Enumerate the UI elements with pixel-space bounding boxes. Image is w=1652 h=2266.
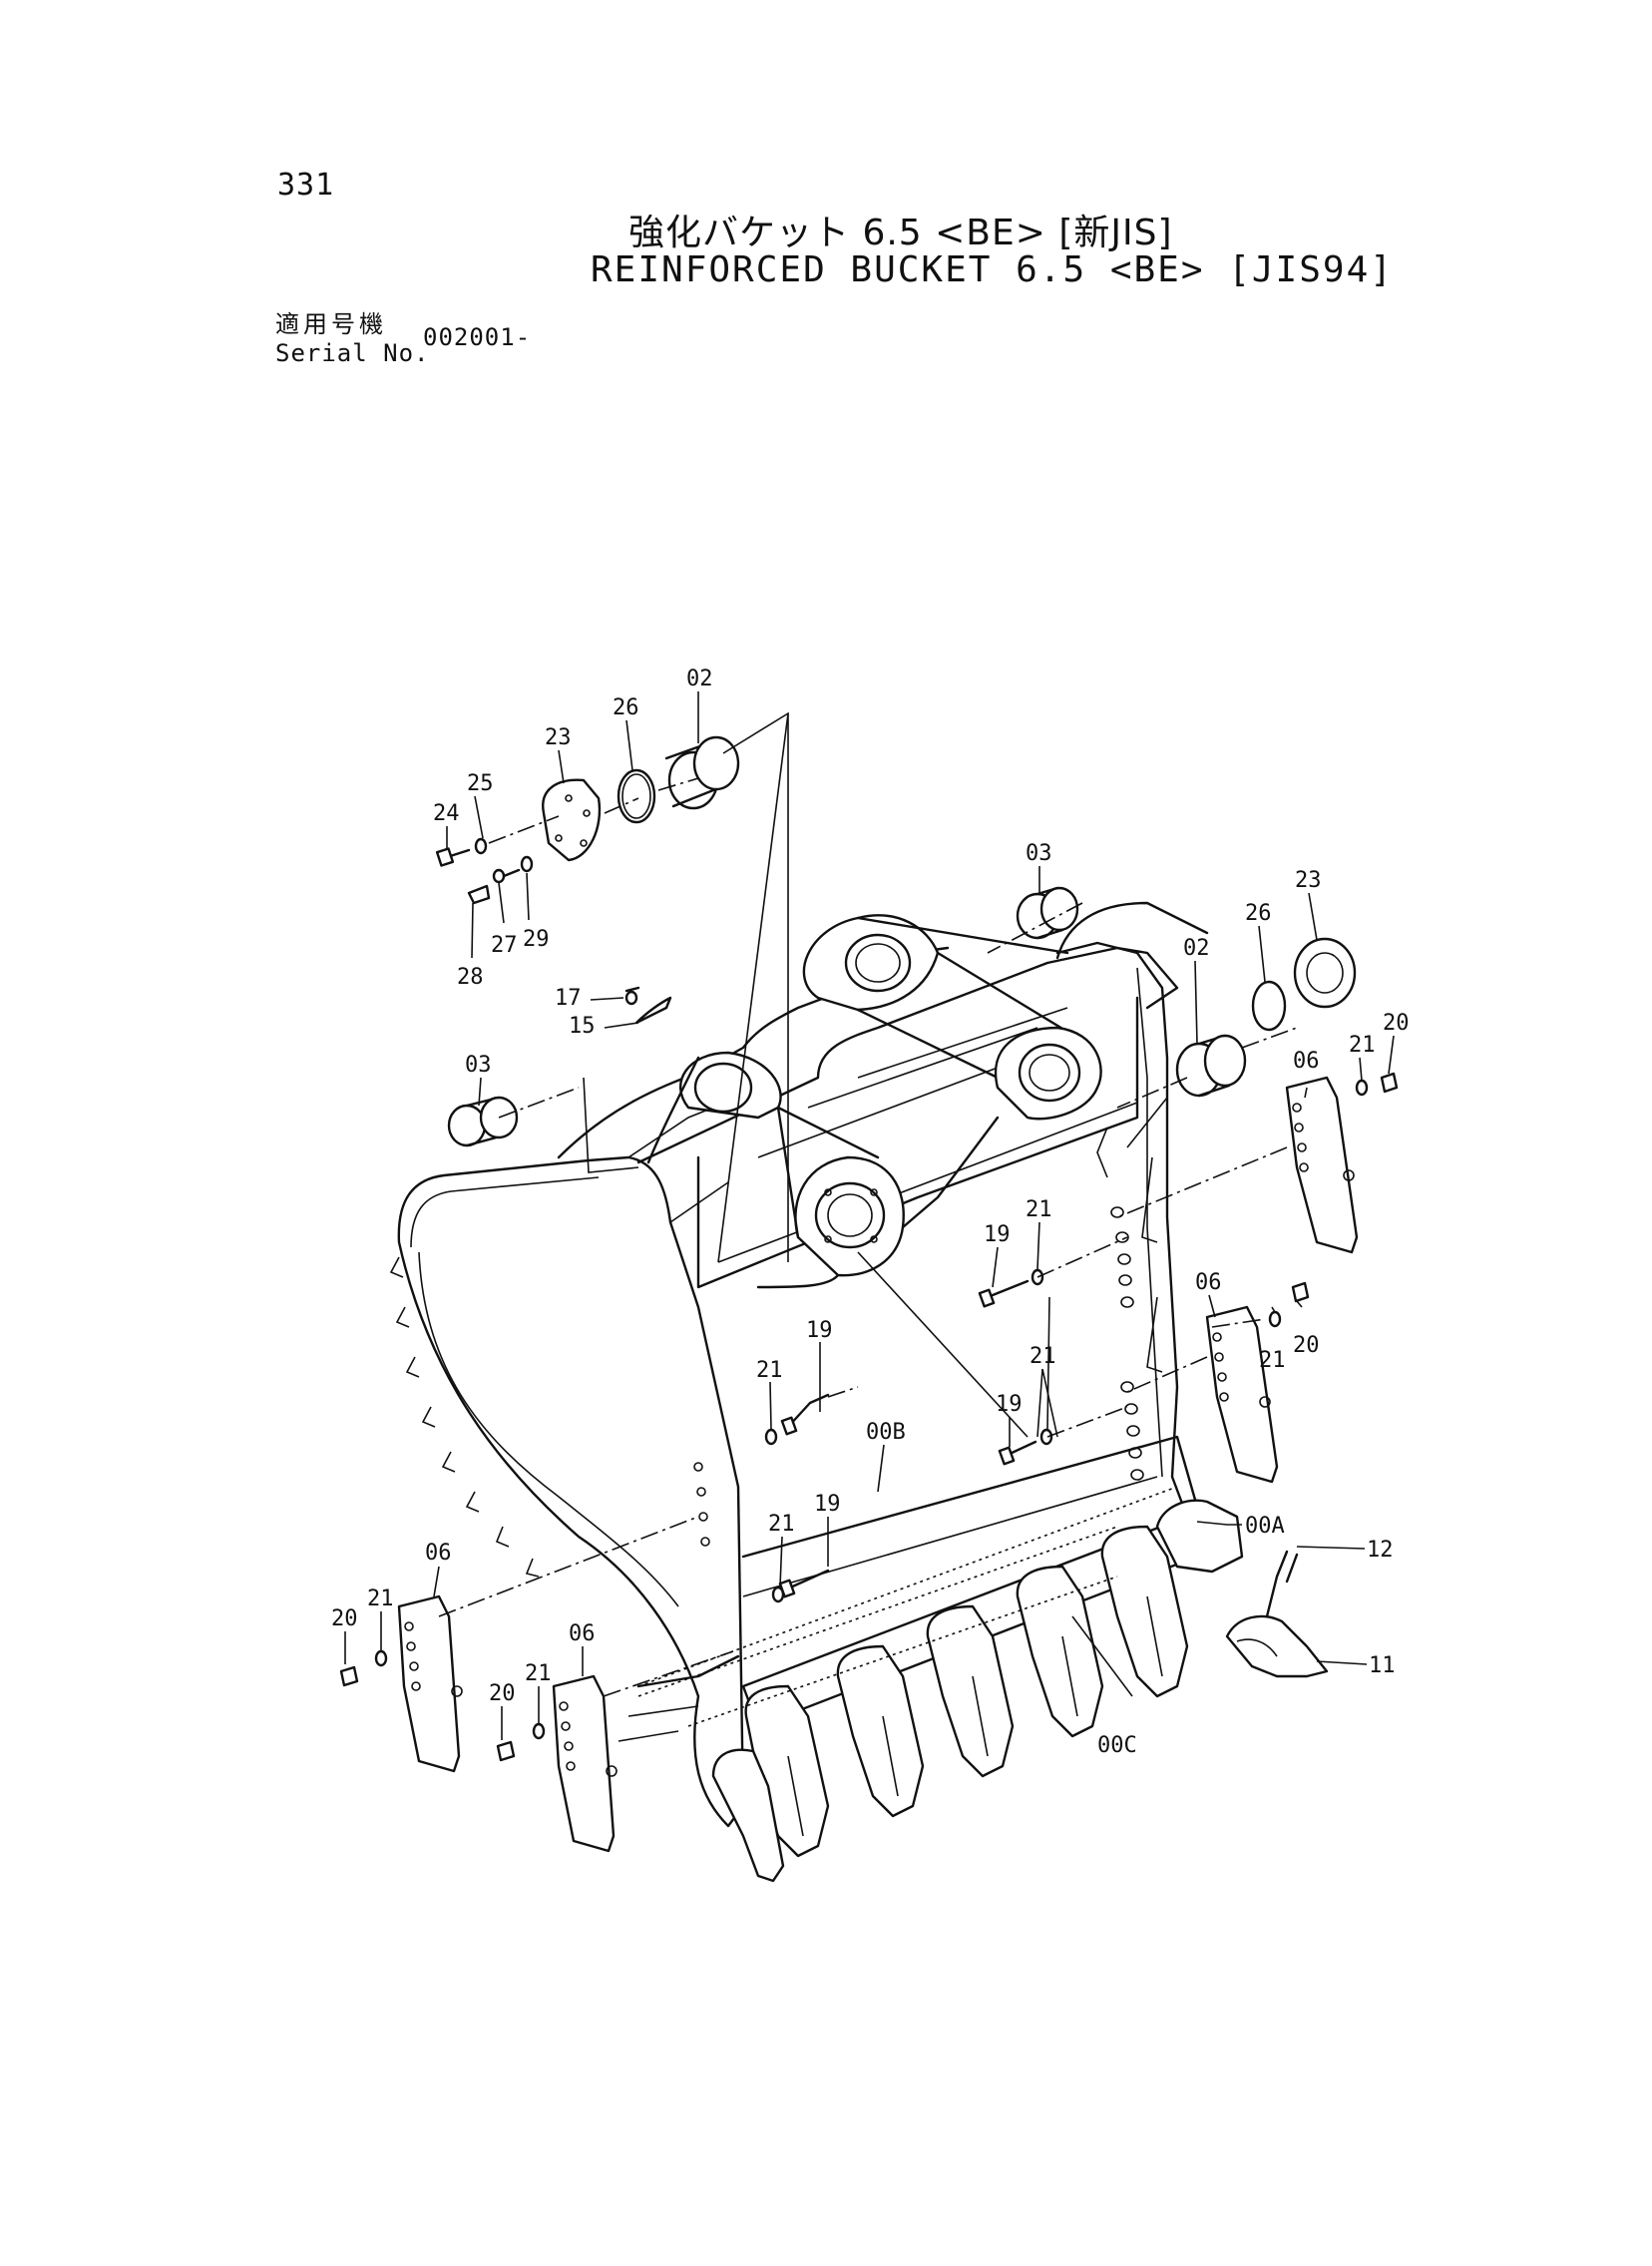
- callout-23: 23: [1295, 868, 1322, 893]
- assembly-lines: [438, 711, 1298, 1697]
- callout-20: 20: [1383, 1011, 1410, 1036]
- callout-20: 20: [331, 1606, 358, 1631]
- callout-19: 19: [996, 1392, 1023, 1417]
- callout-21: 21: [756, 1358, 783, 1383]
- callout-leaders: [344, 691, 1395, 1740]
- callout-12: 12: [1367, 1538, 1394, 1563]
- pin-boss-brackets: [646, 914, 1102, 1289]
- serial-number-value: 002001-: [423, 323, 532, 351]
- serial-label-japanese: 適用号機: [275, 310, 387, 338]
- callout-21: 21: [1026, 1197, 1052, 1222]
- callout-00a: 00A: [1245, 1514, 1285, 1539]
- callout-21: 21: [1259, 1348, 1286, 1373]
- callout-21: 21: [1349, 1033, 1376, 1058]
- callout-19: 19: [984, 1222, 1011, 1247]
- callout-00c: 00C: [1097, 1733, 1137, 1758]
- callout-20: 20: [489, 1681, 516, 1706]
- callout-26: 26: [613, 695, 639, 720]
- callout-21: 21: [367, 1586, 394, 1611]
- title-japanese: 強化バケット 6.5 <BE> [新JIS]: [628, 213, 1173, 253]
- callout-02: 02: [1183, 936, 1210, 961]
- callout-23: 23: [545, 725, 572, 750]
- callout-21: 21: [525, 1661, 552, 1686]
- callout-17: 17: [555, 986, 582, 1011]
- callout-25: 25: [467, 771, 494, 796]
- title-english: REINFORCED BUCKET 6.5 <BE> [JIS94]: [591, 249, 1394, 290]
- callout-26: 26: [1245, 901, 1272, 926]
- callout-21: 21: [768, 1512, 795, 1537]
- callout-02: 02: [686, 667, 713, 691]
- callout-11: 11: [1369, 1653, 1396, 1678]
- callout-27: 27: [491, 933, 518, 958]
- callout-20: 20: [1293, 1333, 1320, 1358]
- callout-03: 03: [1026, 841, 1052, 866]
- callout-03: 03: [465, 1053, 492, 1078]
- callout-00b: 00B: [866, 1420, 906, 1445]
- callout-numbers: 02 26 23 25 24 27 28 29 03 03 17 15 02 2…: [331, 667, 1410, 1758]
- callout-06: 06: [1293, 1049, 1320, 1074]
- serial-label-english: Serial No.: [275, 339, 430, 367]
- callout-21: 21: [1030, 1344, 1056, 1369]
- side-wear-plates: [397, 1076, 1359, 1853]
- callout-28: 28: [457, 965, 484, 990]
- callout-06: 06: [425, 1541, 452, 1566]
- callout-15: 15: [569, 1014, 596, 1039]
- callout-06: 06: [569, 1621, 596, 1646]
- bucket-teeth: [637, 1486, 1329, 1883]
- callout-24: 24: [433, 801, 460, 826]
- callout-19: 19: [814, 1492, 841, 1517]
- callout-19: 19: [806, 1318, 833, 1343]
- page-number: 331: [277, 168, 335, 203]
- callout-29: 29: [523, 927, 550, 952]
- callout-06: 06: [1195, 1270, 1222, 1295]
